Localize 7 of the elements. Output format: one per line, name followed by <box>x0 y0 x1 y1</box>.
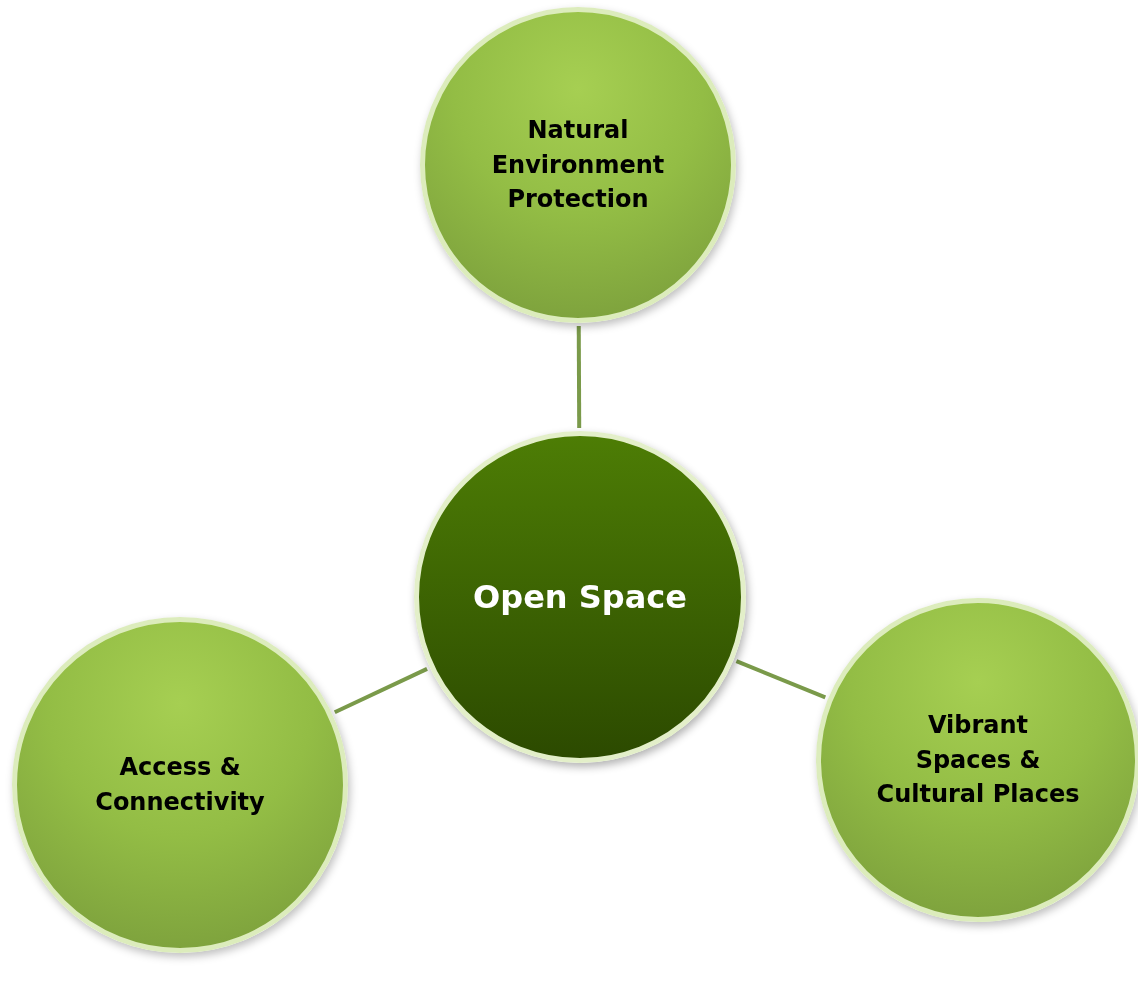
connector-line <box>735 659 827 700</box>
connector-line <box>333 667 428 715</box>
node-label: Open Space <box>473 578 687 616</box>
node-label: Vibrant Spaces & Cultural Places <box>875 709 1081 811</box>
node-label: Access & Connectivity <box>94 752 266 818</box>
node-label: Natural Environment Protection <box>490 114 666 216</box>
connector-line <box>576 326 582 428</box>
